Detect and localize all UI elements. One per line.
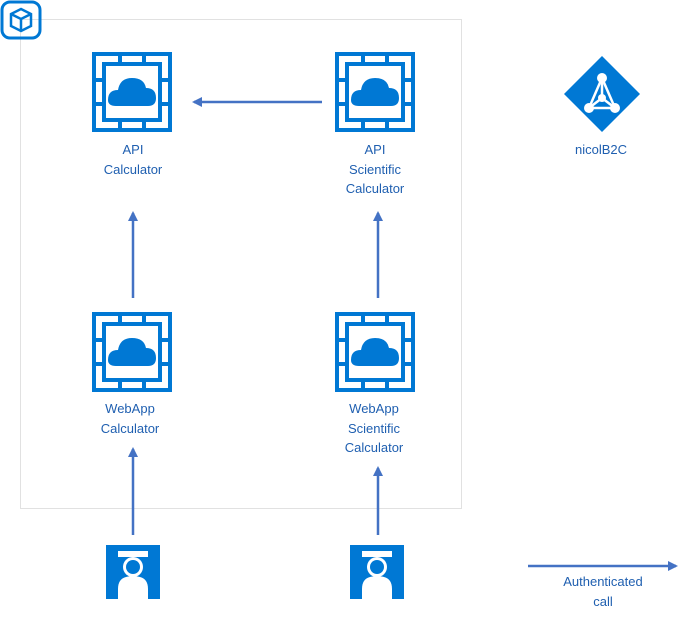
api-scientific-calculator-label: API Scientific Calculator xyxy=(295,140,455,199)
label-line: Calculator xyxy=(100,420,160,436)
webapp-calculator-label: WebApp Calculator xyxy=(50,399,210,438)
api-calculator-label: API Calculator xyxy=(53,140,213,179)
label-line: Scientific xyxy=(348,161,402,177)
label-line: Scientific xyxy=(347,420,401,436)
label-line: call xyxy=(593,593,613,609)
cube-icon xyxy=(0,0,42,40)
label-line: API xyxy=(364,142,386,157)
azure-ad-b2c-icon[interactable] xyxy=(562,54,642,134)
label-line: WebApp xyxy=(349,401,399,416)
resource-group-boundary xyxy=(20,19,462,509)
legend-label: Authenticated call xyxy=(523,572,680,611)
webapp-scientific-calculator-label: WebApp Scientific Calculator xyxy=(294,399,454,458)
label-line: Authenticated xyxy=(563,574,643,589)
label-line: Calculator xyxy=(345,181,405,196)
label-line: WebApp xyxy=(105,401,155,416)
label-line: Calculator xyxy=(344,440,404,455)
identity-label: nicolB2C xyxy=(574,142,628,157)
label-line: API xyxy=(122,142,144,157)
label-line: Calculator xyxy=(103,161,163,177)
